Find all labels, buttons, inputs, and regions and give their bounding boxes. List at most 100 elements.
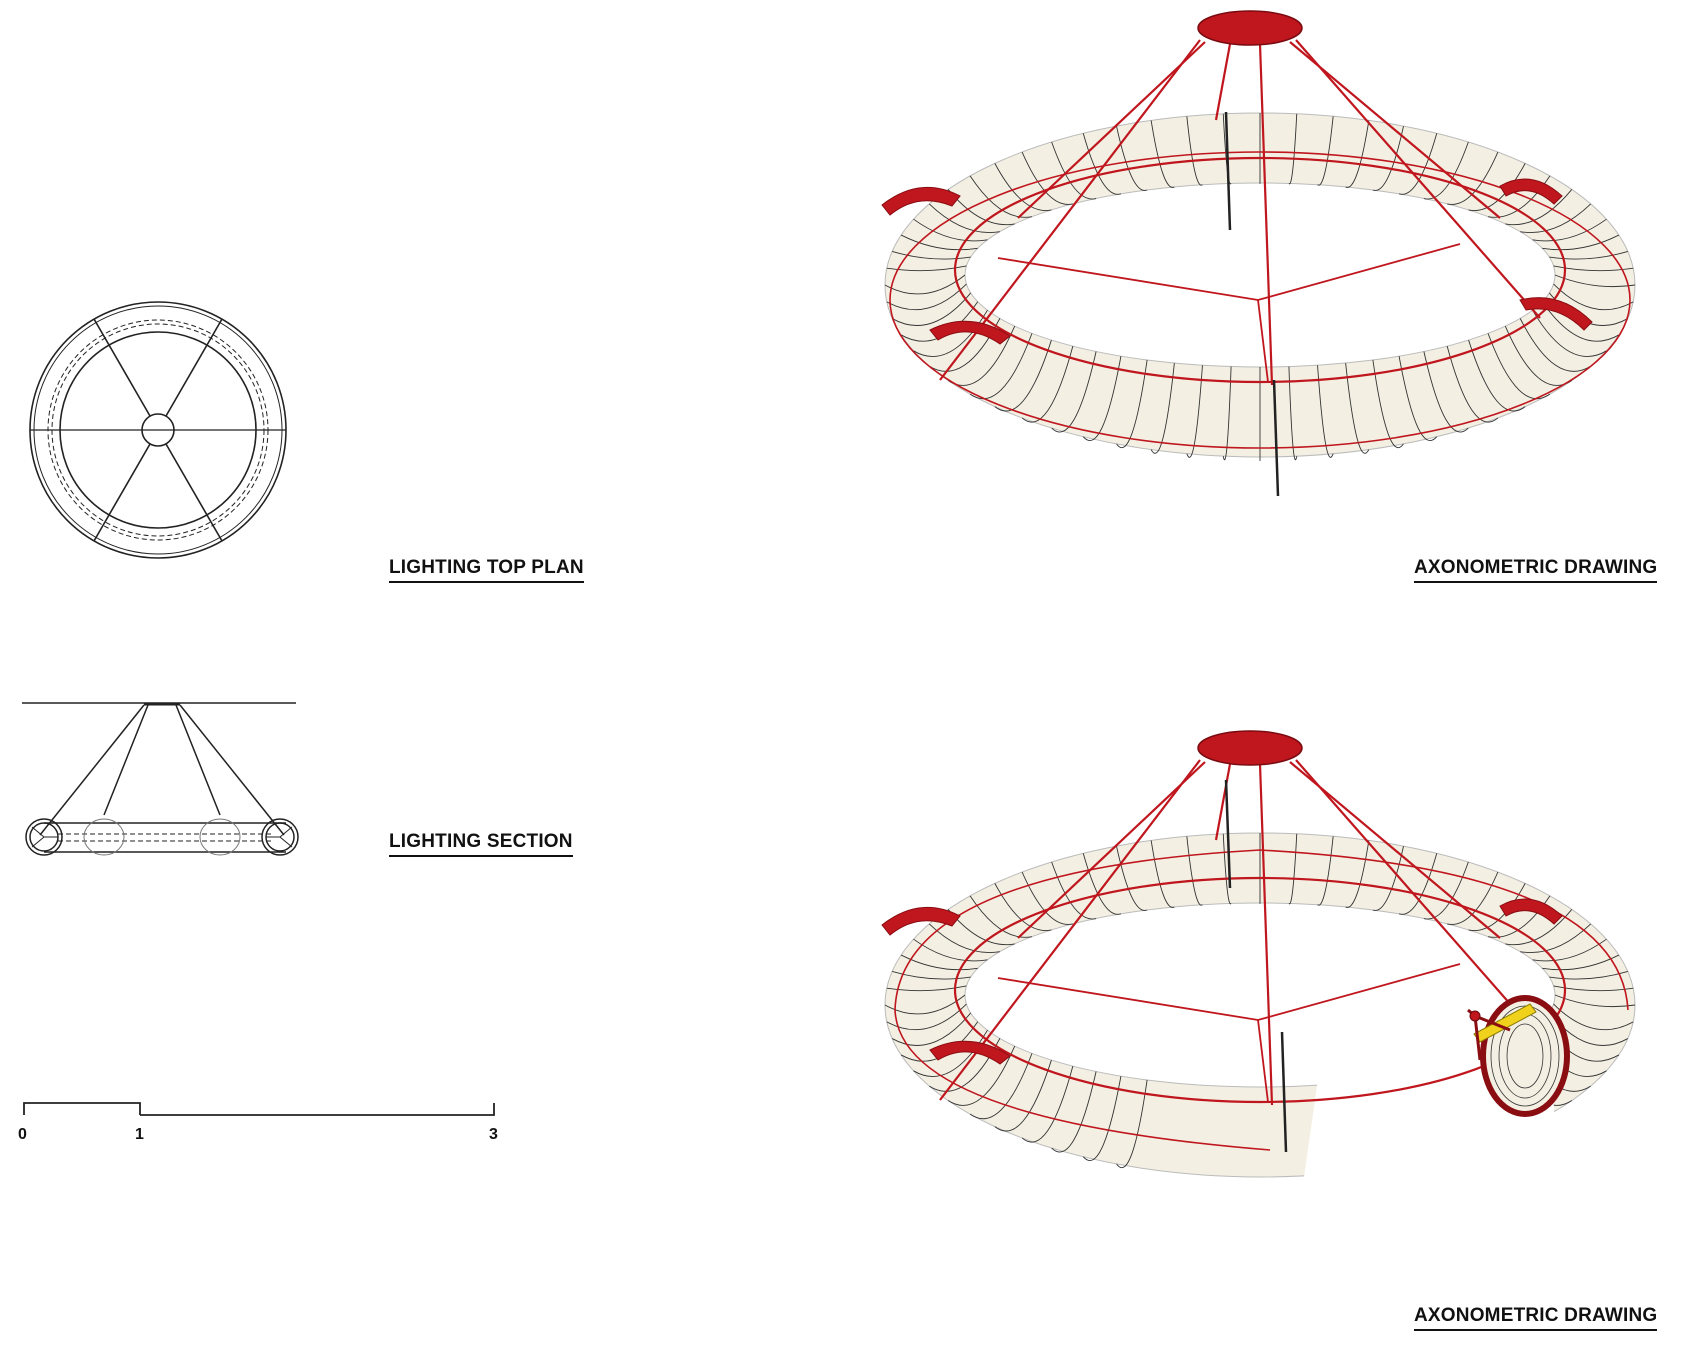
- section-end-bracket: [31, 826, 58, 848]
- scale-tick-1: 1: [135, 1126, 144, 1143]
- torus-segment-line: [900, 234, 978, 251]
- torus-segment-line: [1542, 954, 1620, 971]
- torus-segment-line: [1553, 985, 1634, 992]
- torus-segment-line: [1487, 333, 1551, 400]
- section-end-bracket: [266, 826, 293, 848]
- frame-collar: [1519, 297, 1593, 331]
- section-cable: [179, 704, 285, 836]
- scale-bar-first-segment: [23, 1102, 141, 1115]
- top-plan-drawing: [29, 301, 287, 559]
- torus-segment-line: [1446, 345, 1499, 423]
- torus-segment-line: [1186, 116, 1203, 186]
- torus-segment-line: [1423, 351, 1469, 433]
- torus-segment-line: [1051, 1071, 1097, 1153]
- torus-segment-line: [1372, 359, 1404, 449]
- torus-segment-line: [1317, 116, 1334, 186]
- section-ring-band: [199, 818, 241, 856]
- hanging-cord: [1224, 111, 1232, 231]
- section-drawing: [22, 702, 299, 856]
- axonometric-bottom-label: AXONOMETRIC DRAWING: [1414, 1306, 1658, 1331]
- torus-segment-line: [1051, 141, 1097, 200]
- ceiling-canopy: [1197, 10, 1303, 46]
- torus-segment-line: [1082, 356, 1122, 442]
- frame-ring-upper: [953, 156, 1567, 384]
- section-tube-end: [25, 818, 63, 856]
- suspension-cable: [1017, 41, 1206, 219]
- torus-segment-line: [1116, 845, 1148, 911]
- torus-segment-line: [913, 938, 988, 962]
- hanging-cord: [1224, 779, 1232, 889]
- suspension-cable: [1289, 41, 1501, 219]
- torus-segment-line: [1288, 833, 1298, 905]
- frame-collar: [881, 186, 961, 216]
- suspension-cable: [1214, 43, 1232, 121]
- axonometric-drawing-closed: [881, 10, 1636, 497]
- torus-segment-line: [1549, 971, 1628, 980]
- scale-bar-second-segment: [140, 1103, 495, 1116]
- hanging-cord: [1280, 1031, 1288, 1153]
- torus-segment-line: [886, 283, 967, 311]
- hanging-cord: [1272, 379, 1280, 497]
- torus-segment-line: [928, 203, 1000, 233]
- frame-collar: [929, 1040, 1011, 1065]
- torus-segment-line: [1317, 365, 1334, 458]
- torus-segment-line: [1519, 318, 1591, 372]
- section-ring-band: [83, 818, 125, 856]
- scale-tick-0: 0: [18, 1126, 27, 1143]
- torus-segment-line: [1372, 845, 1404, 911]
- torus-segment-line: [1021, 1065, 1074, 1143]
- torus-segment-line: [1150, 840, 1175, 908]
- torus-segment-line: [1423, 141, 1469, 200]
- frame-collar: [881, 906, 961, 936]
- torus-segment-line: [913, 218, 988, 242]
- torus-segment-line: [1116, 1079, 1148, 1169]
- torus-segment-line: [892, 971, 971, 980]
- plan-spoke: [165, 443, 223, 542]
- frame-collar: [1499, 178, 1563, 205]
- torus-segment-line: [1553, 1003, 1634, 1031]
- torus-segment-line: [1553, 283, 1634, 311]
- frame-hub-lines: [997, 243, 1461, 383]
- section-cable: [39, 704, 145, 836]
- torus-segment-line: [1554, 274, 1636, 288]
- frame-ring-upper: [953, 876, 1567, 1104]
- torus-segment-line: [1520, 203, 1592, 233]
- torus-segment-line: [1468, 339, 1526, 412]
- plan-spoke: [93, 318, 151, 417]
- suspension-cable: [1289, 761, 1501, 939]
- torus-segment-line: [891, 1012, 972, 1046]
- torus-segment-line: [994, 339, 1052, 412]
- torus-segment-line: [1398, 133, 1438, 195]
- torus-segment-line: [1082, 133, 1122, 195]
- torus-segment-line: [1553, 265, 1634, 272]
- torus-segment-line: [1082, 1076, 1122, 1162]
- torus-segment-line: [1468, 883, 1526, 932]
- torus-segment-line: [1150, 362, 1175, 454]
- open-end-cross-section: [1467, 995, 1570, 1117]
- torus-segment-line: [1345, 120, 1370, 188]
- torus-segment-line: [892, 251, 971, 260]
- torus-segment-line: [1051, 861, 1097, 920]
- torus-segment-line: [1021, 871, 1073, 925]
- torus-segment-line: [1051, 351, 1097, 433]
- plan-spoke: [165, 318, 223, 417]
- scale-tick-3: 3: [489, 1126, 498, 1143]
- frame-collar: [929, 320, 1011, 345]
- torus-segment-line: [1021, 345, 1074, 423]
- torus-segment-line: [969, 1053, 1033, 1120]
- torus-segment-line: [1288, 113, 1298, 185]
- section-tube-end: [261, 818, 299, 856]
- torus-segment-line: [1549, 251, 1628, 260]
- suspension-cable: [1295, 39, 1541, 319]
- torus-segment-line: [1541, 301, 1620, 342]
- frame-hub-lines: [997, 963, 1461, 1103]
- torus-segment-line: [1398, 853, 1438, 915]
- torus-segment-line: [1222, 366, 1232, 461]
- scale-bar: [23, 1102, 495, 1116]
- torus-segment-line: [1372, 125, 1404, 191]
- torus-segment-line: [1186, 365, 1203, 458]
- torus-segment-line: [900, 954, 978, 971]
- axonometric-top-label: AXONOMETRIC DRAWING: [1414, 558, 1658, 583]
- torus-segment-line: [1082, 853, 1122, 915]
